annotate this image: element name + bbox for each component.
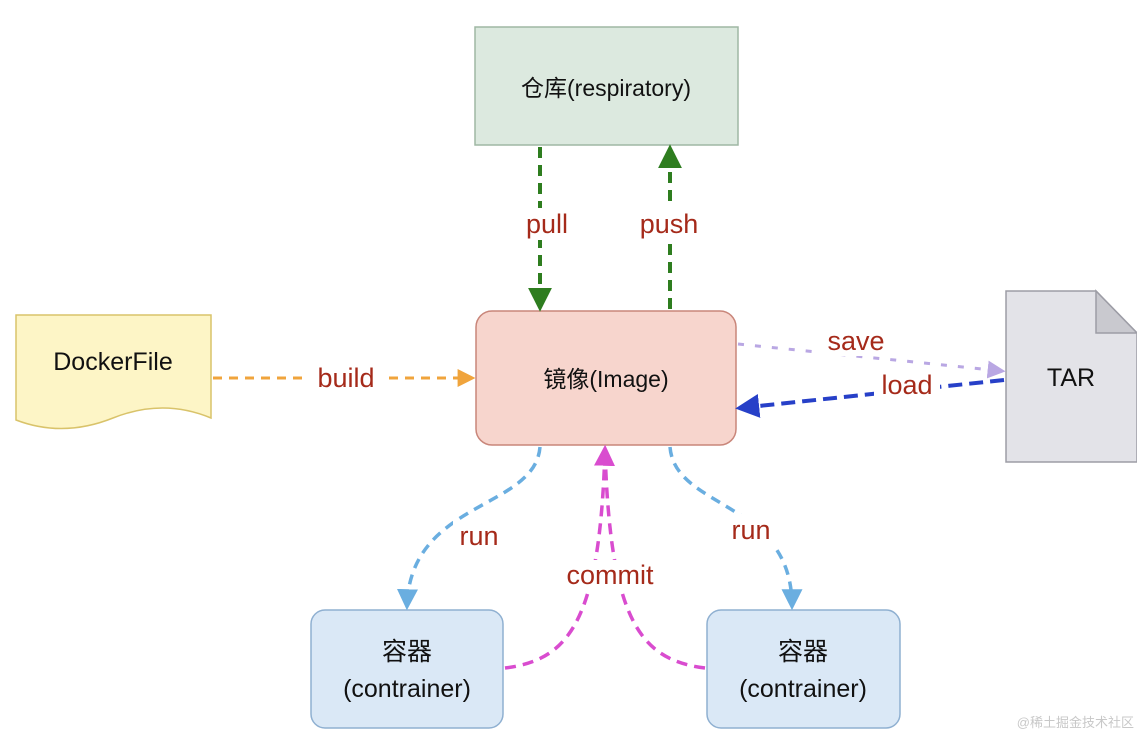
repository-label: 仓库(respiratory) xyxy=(521,75,691,101)
dockerfile-node: DockerFile xyxy=(15,314,212,430)
push-label: push xyxy=(640,209,699,239)
commit-left-arrow xyxy=(504,444,616,670)
load-label: load xyxy=(881,370,932,400)
load-arrow xyxy=(735,378,1005,418)
container-left-node: 容器 (contrainer) xyxy=(310,609,504,729)
tar-node: TAR xyxy=(1005,289,1137,463)
commit-label: commit xyxy=(567,560,654,590)
save-label: save xyxy=(827,326,884,356)
tar-dog-ear xyxy=(1095,289,1137,334)
container-right-label-line1: 容器 xyxy=(778,638,828,666)
container-left-label-line2: (contrainer) xyxy=(343,675,471,703)
container-right-label-line2: (contrainer) xyxy=(739,675,867,703)
pull-label: pull xyxy=(526,209,568,239)
save-arrow xyxy=(737,342,1006,379)
commit-right-arrow xyxy=(603,448,706,670)
image-node: 镜像(Image) xyxy=(475,310,737,446)
dockerfile-label: DockerFile xyxy=(53,348,172,376)
container-left-label-line1: 容器 xyxy=(382,638,432,666)
image-label: 镜像(Image) xyxy=(543,366,668,392)
container-right-node: 容器 (contrainer) xyxy=(706,609,901,729)
build-label: build xyxy=(317,363,374,393)
tar-label: TAR xyxy=(1047,364,1095,392)
run-right-arrow xyxy=(668,446,803,611)
run-left-arrow xyxy=(396,446,542,611)
run-right-label: run xyxy=(731,515,770,545)
run-left-label: run xyxy=(459,521,498,551)
repository-node: 仓库(respiratory) xyxy=(474,26,739,146)
watermark: @稀土掘金技术社区 xyxy=(1017,715,1134,730)
